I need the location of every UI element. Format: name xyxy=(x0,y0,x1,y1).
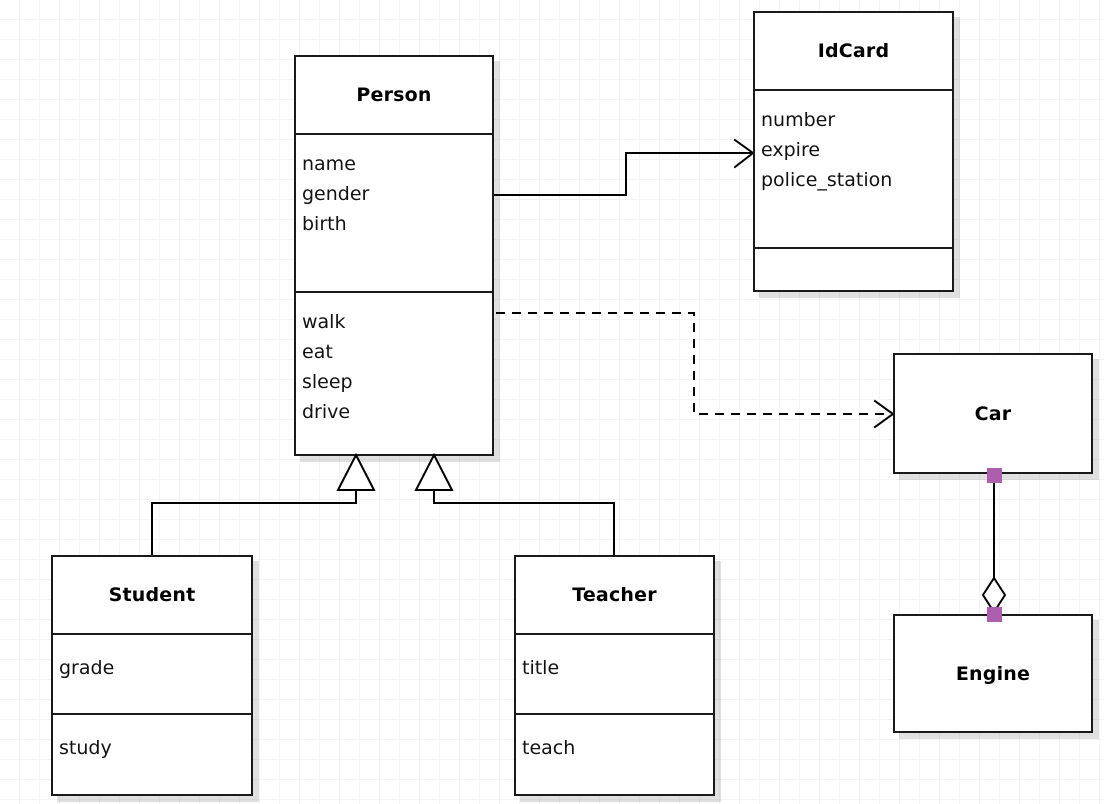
connector-teacher-person[interactable] xyxy=(433,472,615,557)
class-title-teacher: Teacher xyxy=(572,584,657,606)
operation-row: drive xyxy=(302,401,351,423)
attribute-row: expire xyxy=(761,139,821,161)
operation-row: study xyxy=(59,737,112,759)
class-attributes-idcard: number expire police_station xyxy=(755,89,952,247)
connector-person-car[interactable] xyxy=(496,312,895,429)
class-box-student[interactable]: Student grade study xyxy=(51,555,253,796)
class-box-person[interactable]: Person name gender birth walk eat sleep … xyxy=(294,55,494,456)
attribute-row: birth xyxy=(302,213,347,235)
class-operations-teacher: teach xyxy=(516,713,713,794)
operation-row: walk xyxy=(302,311,346,333)
operation-row: eat xyxy=(302,341,333,363)
class-attributes-person: name gender birth xyxy=(296,133,492,291)
class-operations-student: study xyxy=(53,713,251,794)
class-box-idcard[interactable]: IdCard number expire police_station xyxy=(753,11,954,292)
generalization-arrowhead-student xyxy=(336,452,376,491)
class-attributes-teacher: title xyxy=(516,633,713,713)
connector-person-idcard[interactable] xyxy=(494,138,755,196)
attribute-row: gender xyxy=(302,183,370,205)
class-title-car: Car xyxy=(974,402,1012,425)
attribute-row: number xyxy=(761,109,836,131)
class-title-engine: Engine xyxy=(955,662,1031,685)
class-title-person: Person xyxy=(356,84,432,106)
class-box-car[interactable]: Car xyxy=(893,353,1093,474)
class-attributes-student: grade xyxy=(53,633,251,713)
class-title-student: Student xyxy=(108,584,196,606)
class-operations-idcard xyxy=(755,247,952,290)
connector-car-engine[interactable] xyxy=(981,475,1007,614)
connector-student-person[interactable] xyxy=(151,472,357,557)
class-title-idcard: IdCard xyxy=(817,40,890,62)
operation-row: sleep xyxy=(302,371,353,393)
attribute-row: title xyxy=(522,657,560,679)
class-operations-person: walk eat sleep drive xyxy=(296,291,492,454)
class-box-teacher[interactable]: Teacher title teach xyxy=(514,555,715,796)
generalization-arrowhead-teacher xyxy=(414,452,454,491)
class-box-engine[interactable]: Engine xyxy=(893,614,1093,733)
operation-row: teach xyxy=(522,737,576,759)
attribute-row: name xyxy=(302,153,356,175)
attribute-row: grade xyxy=(59,657,115,679)
attribute-row: police_station xyxy=(761,169,893,191)
